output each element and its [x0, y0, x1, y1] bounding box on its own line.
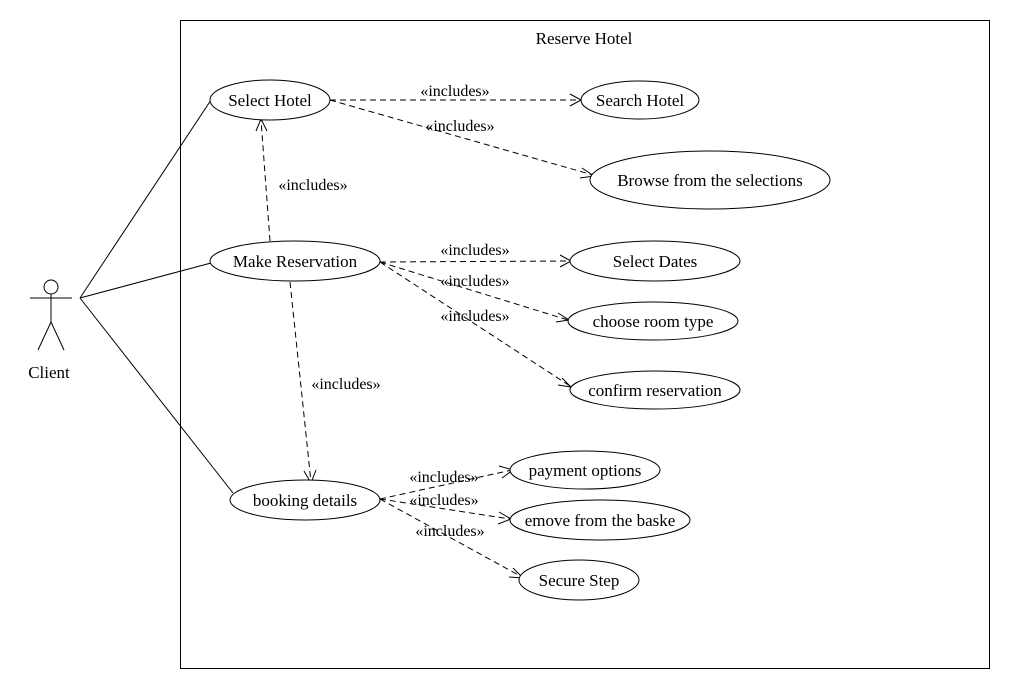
association-booking-details: [79, 297, 234, 494]
actor-head: [43, 279, 59, 295]
dependency-line: [379, 261, 571, 387]
use-case-label: Select Dates: [613, 252, 698, 271]
use-case-shape: [580, 80, 700, 120]
use-case-label: Select Hotel: [228, 91, 312, 110]
use-case-remove-from-basket[interactable]: emove from the baske: [509, 499, 691, 541]
use-case-label: choose room type: [593, 312, 714, 331]
use-case-shape: [567, 301, 739, 341]
dependency-line: [379, 498, 523, 578]
include-label: «includes»: [440, 242, 509, 259]
use-case-label: Secure Step: [539, 571, 620, 590]
use-case-shape: [209, 240, 381, 282]
dependency-line: [260, 119, 271, 242]
use-case-select-hotel[interactable]: Select Hotel: [209, 79, 331, 121]
use-case-browse-selections[interactable]: Browse from the selections: [589, 150, 831, 210]
use-case-label: Make Reservation: [233, 252, 358, 271]
use-case-shape: [589, 150, 831, 210]
use-case-shape: [509, 450, 661, 490]
system-boundary: [180, 20, 990, 669]
association-make-reservation: [79, 262, 212, 299]
include-label: «includes»: [409, 469, 478, 486]
use-case-label: emove from the baske: [525, 511, 676, 530]
actor-left-leg: [37, 321, 52, 351]
include-label: «includes»: [415, 523, 484, 540]
include-label: «includes»: [420, 83, 489, 100]
dependency-line: [289, 281, 312, 483]
use-case-make-reservation[interactable]: Make Reservation: [209, 240, 381, 282]
use-case-shape: [229, 479, 381, 521]
use-case-label: Search Hotel: [596, 91, 685, 110]
include-label: «includes»: [278, 177, 347, 194]
use-case-booking-details[interactable]: booking details: [229, 479, 381, 521]
use-case-choose-room-type[interactable]: choose room type: [567, 301, 739, 341]
use-case-payment-options[interactable]: payment options: [509, 450, 661, 490]
include-label: «includes»: [311, 376, 380, 393]
dependency-line: [379, 469, 513, 500]
dependency-line: [379, 261, 569, 321]
include-label: «includes»: [440, 273, 509, 290]
use-case-label: payment options: [529, 461, 642, 480]
use-case-confirm-reservation[interactable]: confirm reservation: [569, 370, 741, 410]
use-case-shape: [209, 79, 331, 121]
actor-client: Client: [28, 279, 72, 382]
use-case-shape: [509, 499, 691, 541]
use-case-label: Browse from the selections: [617, 171, 803, 190]
include-label: «includes»: [440, 308, 509, 325]
use-case-label: confirm reservation: [588, 381, 722, 400]
actor-name: Client: [28, 363, 70, 382]
include-label: «includes»: [409, 492, 478, 509]
include-make-reservation-select-hotel: [255, 117, 271, 242]
association-select-hotel: [79, 99, 212, 299]
system-title: Reserve Hotel: [536, 29, 633, 48]
include-select-hotel-browse: [329, 99, 596, 179]
use-case-shape: [569, 240, 741, 282]
dependency-line: [379, 498, 511, 520]
dependency-arrowhead: [555, 312, 571, 323]
use-case-secure-step[interactable]: Secure Step: [518, 559, 640, 601]
dependency-line: [329, 99, 594, 176]
include-label: «includes»: [425, 118, 494, 135]
use-case-search-hotel[interactable]: Search Hotel: [580, 80, 700, 120]
use-case-select-dates[interactable]: Select Dates: [569, 240, 741, 282]
actor-right-leg: [50, 321, 65, 351]
use-case-shape: [518, 559, 640, 601]
use-case-label: booking details: [253, 491, 357, 510]
dependency-line: [379, 260, 571, 263]
use-case-shape: [569, 370, 741, 410]
